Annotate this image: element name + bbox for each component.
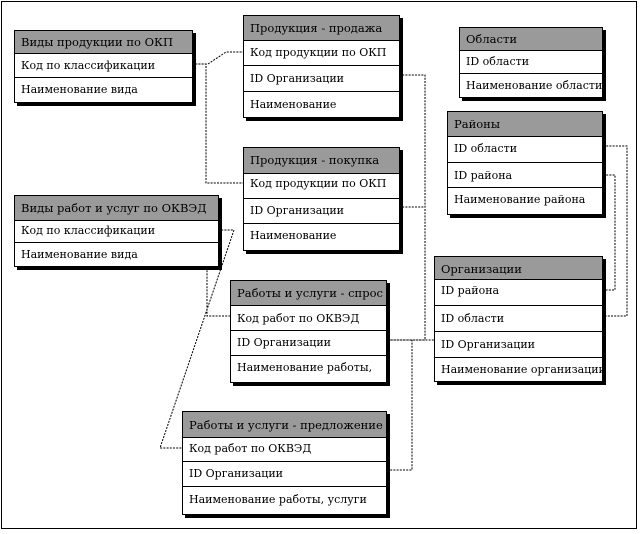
table-product-purchase: Продукция - покупка Код продукции по ОКП…	[243, 147, 400, 251]
table-field: Наименование вида	[21, 83, 138, 96]
table-field: Наименование области	[466, 79, 602, 92]
table-work-types-okved: Виды работ и услуг по ОКВЭД Код по класс…	[14, 195, 219, 267]
table-product-sale: Продукция - продажа Код продукции по ОКП…	[243, 15, 400, 118]
table-field: ID области	[460, 51, 602, 74]
table-field: Код продукции по ОКП	[244, 174, 399, 199]
table-field: ID области	[448, 137, 602, 163]
table-field: ID Организации	[244, 66, 399, 92]
table-field: ID района	[448, 163, 602, 188]
table-work-supply: Работы и услуги - предложение Код работ …	[182, 411, 387, 515]
table-field: ID района	[435, 280, 602, 306]
table-field: ID Организации	[244, 199, 399, 224]
diagram-frame	[1, 1, 637, 529]
table-field: Наименование	[250, 98, 337, 111]
table-districts: Районы ID области ID района Наименование…	[447, 111, 603, 215]
table-title: Виды работ и услуг по ОКВЭД	[15, 196, 218, 221]
link-region-district	[603, 145, 628, 317]
table-field: ID Организации	[183, 462, 386, 487]
table-title: Организации	[435, 257, 602, 280]
table-title: Работы и услуги - предложение	[183, 412, 386, 438]
table-field: ID Организации	[435, 332, 602, 358]
table-field: Наименование работы, услуги	[189, 493, 367, 506]
table-title: Работы и услуги - спрос	[231, 281, 386, 306]
table-field: Код продукции по ОКП	[244, 41, 399, 66]
link-okp-purchase	[192, 63, 243, 184]
table-title: Продукция - продажа	[244, 16, 399, 41]
table-field: Наименование вида	[21, 248, 138, 261]
table-organizations: Организации ID района ID области ID Орга…	[434, 256, 603, 382]
table-product-types-okp: Виды продукции по ОКП Код по классификац…	[14, 30, 193, 103]
link-okved-supply	[159, 229, 235, 449]
table-field: Код по классификации	[15, 54, 192, 78]
table-field: Код работ по ОКВЭД	[183, 438, 386, 462]
table-title: Продукция - покупка	[244, 148, 399, 174]
table-title: Районы	[448, 112, 602, 137]
table-field: Наименование	[250, 229, 337, 242]
link-org-supply	[387, 340, 413, 471]
table-work-demand: Работы и услуги - спрос Код работ по ОКВ…	[230, 280, 387, 383]
table-title: Области	[460, 28, 602, 51]
link-okp-sale	[192, 51, 243, 65]
table-field: ID области	[435, 306, 602, 332]
table-field: Наименование района	[454, 193, 586, 206]
table-regions: Области ID области Наименование области	[459, 27, 603, 98]
table-field: Код работ по ОКВЭД	[231, 306, 386, 331]
table-field: Наименование организации	[441, 363, 602, 376]
table-field: ID Организации	[231, 331, 386, 356]
table-title: Виды продукции по ОКП	[15, 31, 192, 54]
table-field: Код по классификации	[15, 221, 218, 243]
table-field: Наименование работы,	[237, 361, 373, 374]
link-district-org	[603, 174, 616, 291]
